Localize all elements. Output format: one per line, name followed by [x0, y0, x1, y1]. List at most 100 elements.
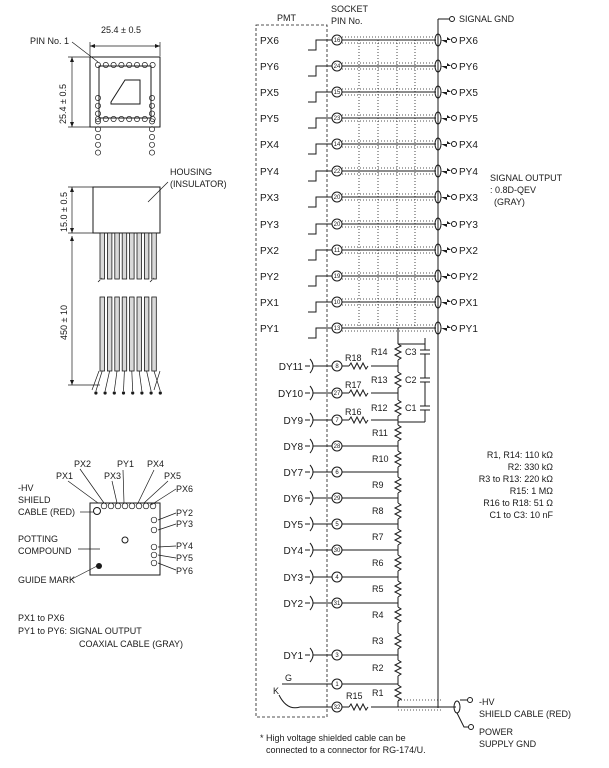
- signal-name: PX2: [260, 246, 279, 257]
- footnote-line1: * High voltage shielded cable can be: [260, 733, 406, 743]
- schematic: PMT SOCKET PIN No. SIGNAL GND SIGNAL OUT…: [255, 4, 571, 755]
- resistor-r8: R8: [372, 502, 403, 520]
- resistor-r12: R12: [371, 399, 403, 417]
- output-arrow: [441, 141, 451, 147]
- bottom-label-py2: PY2: [176, 508, 193, 518]
- bottom-cable-ends: [100, 502, 158, 567]
- damping-resistor: [348, 415, 369, 425]
- socket-pin-number: 5: [335, 522, 339, 528]
- capacitor-label: C2: [405, 375, 417, 385]
- output-terminal: [451, 221, 457, 227]
- resistor-r3: R3: [372, 632, 403, 650]
- value-line-3: R3 to R13: 220 kΩ: [479, 474, 554, 484]
- bottom-hv-line2: SHIELD: [18, 495, 51, 505]
- signal-name: PY2: [260, 272, 279, 283]
- dynode-name: DY6: [284, 494, 304, 505]
- resistor-r10: R10: [372, 450, 403, 468]
- resistor-r6: R6: [372, 554, 403, 572]
- value-line-4: R15: 1 MΩ: [510, 486, 554, 496]
- output-terminal: [451, 115, 457, 121]
- socket-outline: [89, 56, 161, 128]
- socket-pin-number: 6: [335, 470, 339, 476]
- anode-symbol: [308, 196, 332, 208]
- dynode-symbol: [305, 438, 314, 454]
- output-arrow: [441, 299, 451, 305]
- socket-pin-number: 29: [334, 496, 341, 502]
- output-arrow: [441, 325, 451, 331]
- output-arrow: [441, 168, 451, 174]
- resistor-label: R13: [371, 375, 388, 385]
- signal-name: PX1: [260, 298, 279, 309]
- dynode-symbol: [305, 647, 314, 663]
- dynode-name: DY11: [279, 362, 304, 373]
- resistor-r7: R7: [372, 528, 403, 546]
- capacitor-c1: C1: [405, 394, 430, 422]
- output-name: PX3: [459, 193, 478, 204]
- signal-name: PX4: [260, 140, 279, 151]
- damping-label: R18: [345, 353, 362, 363]
- guide-mark-dot: [96, 563, 102, 569]
- anode-symbol: [308, 327, 332, 339]
- anode-symbol: [308, 275, 332, 287]
- dynode-name: DY4: [284, 546, 304, 557]
- output-name: PY4: [459, 167, 478, 178]
- socket-pin-number: 31: [334, 601, 341, 607]
- resistor-r1: R1: [372, 684, 403, 702]
- capacitor-c2: C2: [405, 366, 430, 394]
- output-name: PX5: [459, 88, 478, 99]
- socket-pin-number: 20: [334, 195, 341, 201]
- output-arrow: [441, 221, 451, 227]
- socket-pin-number: 23: [334, 116, 341, 122]
- signal-name: PY1: [260, 324, 279, 335]
- bottom-label-py1: PY1: [117, 459, 134, 469]
- resistor-label: R11: [372, 428, 388, 438]
- socket-pin-ring: [95, 62, 156, 156]
- resistor-r11: R11: [372, 424, 403, 442]
- output-terminal: [451, 168, 457, 174]
- resistor-label: R9: [372, 480, 384, 490]
- dynode-name: DY7: [284, 468, 304, 479]
- socket-pin-number: 20: [334, 222, 341, 228]
- resistor-r14: R14: [371, 343, 403, 361]
- socket-pin-number: 13: [334, 326, 341, 332]
- side-view: HOUSING (INSULATOR) 15.0 ± 0.5 450 ± 10: [59, 167, 227, 395]
- resistor-r5: R5: [372, 580, 403, 598]
- bottom-hv-line3: CABLE (RED): [18, 507, 75, 517]
- socket-pin-number: 10: [334, 300, 341, 306]
- dynode-symbol: [305, 595, 314, 611]
- anode-symbol: [308, 143, 332, 155]
- power-gnd-line2: SUPPLY GND: [479, 739, 537, 749]
- legend: PX1 to PX6 PY1 to PY6: SIGNAL OUTPUT COA…: [18, 613, 183, 649]
- guide-mark-label: GUIDE MARK: [18, 575, 75, 585]
- resistor-label: R10: [372, 454, 389, 464]
- signal-gnd-label: SIGNAL GND: [459, 14, 515, 24]
- signal-output-line1: SIGNAL OUTPUT: [490, 173, 563, 183]
- hv-out-line2: SHIELD CABLE (RED): [479, 709, 571, 719]
- value-line-5: R16 to R18: 51 Ω: [483, 498, 553, 508]
- dynode-name: DY9: [284, 416, 304, 427]
- signal-name: PY6: [260, 62, 279, 73]
- resistor-label: R6: [372, 558, 384, 568]
- pin-1-number: 1: [335, 682, 339, 688]
- signal-name: PX5: [260, 88, 279, 99]
- output-name: PY5: [459, 114, 478, 125]
- housing-body: [92, 186, 161, 234]
- bottom-label-py6: PY6: [176, 566, 193, 576]
- output-name: PY6: [459, 62, 478, 73]
- output-arrow: [441, 194, 451, 200]
- dynode-name: DY5: [284, 520, 304, 531]
- dynode-symbol: [305, 385, 314, 401]
- resistor-label: R2: [372, 663, 384, 673]
